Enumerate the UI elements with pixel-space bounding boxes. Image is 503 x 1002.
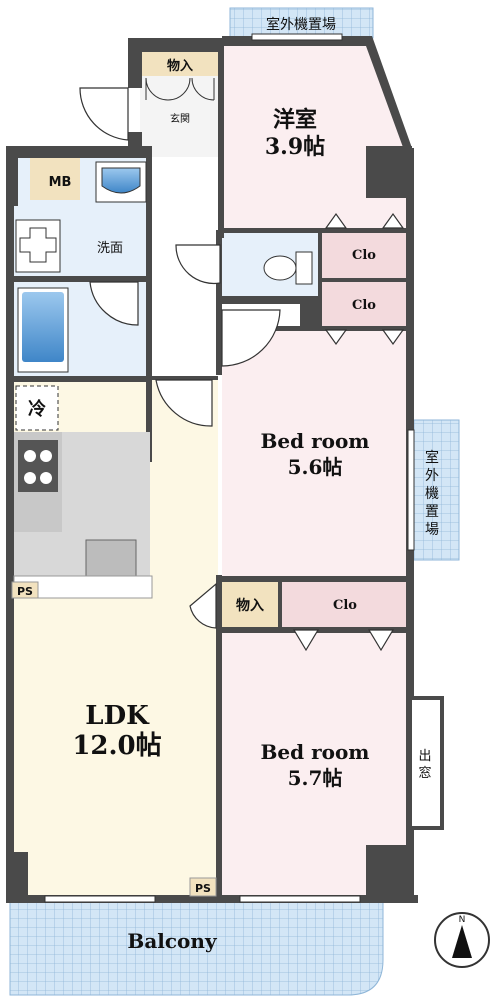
bedroom1-name: Bed room [261,429,370,453]
bay-window-label: 出 窓 [418,749,431,781]
sink [85,539,137,577]
entrance-label: 玄関 [170,112,190,125]
bedroom2-name: Bed room [261,740,370,764]
closet1-floor [320,232,408,278]
ps-left-box [11,581,39,599]
toilet [295,251,313,285]
western-room-floor [222,42,408,230]
ldk-name: LDK [85,701,150,731]
washer-pan [15,219,61,273]
ps-left-label: PS [17,585,33,598]
svg-text:機: 機 [425,486,439,502]
svg-text:室: 室 [425,449,439,466]
ps-bottom-label: PS [195,882,211,895]
outdoor-unit-top-label: 室外機置場 [266,16,336,33]
bedroom1-floor [222,330,408,578]
western-room-name: 洋室 [273,107,317,133]
ldk-size: 12.0帖 [72,731,161,761]
closet2-floor [320,282,408,328]
bedroom1-size: 5.6帖 [288,455,343,479]
compass [434,912,490,968]
storage-entry-doors [145,77,215,101]
svg-text:場: 場 [425,522,439,538]
fridge-label: 冷 [28,398,46,420]
doors [79,87,281,629]
mb-floor [30,158,80,200]
outdoor-unit-right-label: 室 外 機 置 場 [425,449,439,538]
mb-label: MB [49,175,72,190]
windows [44,33,415,903]
balcony-area [9,899,384,996]
svg-text:外: 外 [425,468,439,484]
closet1-label: Clo [352,248,376,263]
outdoor-unit-right [411,419,460,561]
storage-mid-floor [222,582,278,628]
washroom-label: 洗面 [97,241,123,256]
closet3-floor [282,582,408,628]
fridge-space [15,385,59,431]
closet2-label: Clo [352,298,376,313]
svg-text:置: 置 [425,504,439,520]
storage-entry-label: 物入 [167,58,193,74]
bedroom2-size: 5.7帖 [288,766,343,790]
closet-door-marks [292,212,405,652]
western-room-size: 3.9帖 [265,134,325,160]
storage-mid-label: 物入 [236,597,264,614]
outdoor-unit-top [229,7,374,39]
svg-text:窓: 窓 [418,765,431,781]
closet3-label: Clo [333,598,357,613]
cooktop [18,440,58,492]
ps-bottom-box [189,877,217,897]
storage-entry-floor [140,52,218,76]
balcony-label: Balcony [127,929,218,953]
svg-text:出: 出 [418,749,431,764]
compass-north-label: N [459,915,466,925]
bay-window [408,696,444,830]
